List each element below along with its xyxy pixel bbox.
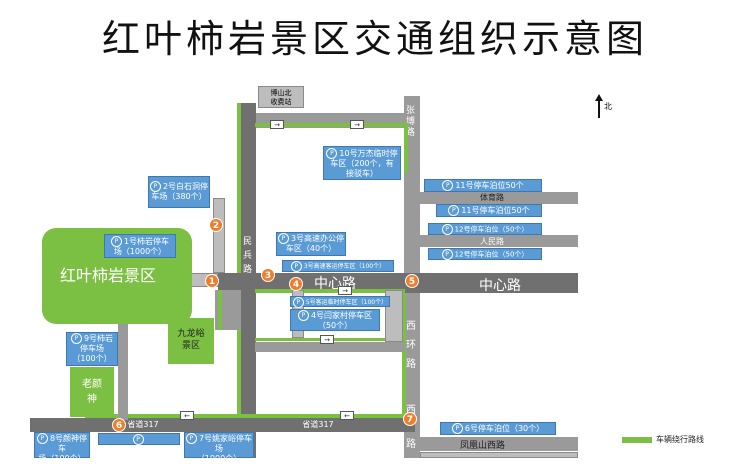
parking-icon: P xyxy=(290,261,302,272)
road-label-zhangbo: 张博路 xyxy=(406,106,416,138)
parking-icon: P xyxy=(185,433,197,444)
route-arrow-icon: → xyxy=(338,286,352,295)
parking-icon: P xyxy=(326,148,338,159)
road-fenghuangshan xyxy=(420,437,578,451)
scenic-laopo-label: 老颜神 xyxy=(82,379,102,405)
parking-icon: P xyxy=(149,181,161,192)
scenic-main-label: 红叶柿岩景区 xyxy=(60,266,157,285)
road-label-xihuan-lower: 西路 xyxy=(406,405,416,450)
road-label-xihuan: 西环路 xyxy=(406,321,416,370)
scenic-laopo xyxy=(70,367,114,417)
road-label-zhongxin: 中心路 xyxy=(479,278,521,294)
road-bottom-link xyxy=(255,342,405,352)
north-arrow-icon xyxy=(595,94,603,118)
parking-icon: P xyxy=(277,233,289,244)
parking-icon: P xyxy=(70,333,82,344)
legend-route-swatch xyxy=(622,437,652,443)
pin-7: 7 xyxy=(403,412,417,426)
pin-2: 2 xyxy=(209,218,223,232)
route-north-right xyxy=(404,123,408,173)
parking-icon: P xyxy=(441,224,453,235)
road-west-vertical xyxy=(118,320,128,420)
route-shengdao xyxy=(85,414,405,418)
route-north xyxy=(255,123,405,127)
scenic-jiulong-label: 九龙峪景区 xyxy=(177,329,205,351)
road-label-shengdao-right: 省道317 xyxy=(302,420,334,429)
road-tiyu xyxy=(420,192,578,204)
block-right-bottom xyxy=(420,452,578,458)
pin-1: 1 xyxy=(205,274,219,288)
parking-icon: P xyxy=(36,433,48,444)
route-arrow-icon: ← xyxy=(340,411,354,420)
road-shengdao317 xyxy=(30,418,415,432)
parking-icon: P xyxy=(451,423,463,434)
pin-3: 3 xyxy=(261,268,275,282)
route-jiulong-loop xyxy=(218,290,222,330)
north-label: 北 xyxy=(604,102,612,111)
parking-icon: P xyxy=(132,434,144,445)
parking-icon: P xyxy=(110,236,122,247)
toll-station: 博山北收费站 xyxy=(258,86,304,108)
route-zhongxin xyxy=(255,289,405,293)
road-renmin xyxy=(420,235,578,247)
pin-4: 4 xyxy=(289,277,303,291)
parking-icon: P xyxy=(448,205,460,216)
parking-icon: P xyxy=(441,249,453,260)
road-label-renmin: 人民路 xyxy=(480,237,504,246)
road-label-tiyu: 体育路 xyxy=(480,193,504,202)
legend-route-label: 车辆绕行路线 xyxy=(656,435,704,444)
scenic-jiulong xyxy=(168,318,214,364)
route-arrow-icon: → xyxy=(350,120,364,129)
parking-icon: P xyxy=(442,180,454,191)
road-label-yishengzhong: 民兵路 xyxy=(243,237,253,275)
road-label-shengdao-left: 省道317 xyxy=(127,420,159,429)
route-arrow-icon: → xyxy=(270,120,284,129)
route-arrow-icon: ← xyxy=(180,411,194,420)
pin-5: 5 xyxy=(405,274,419,288)
route-arrow-icon: → xyxy=(320,335,334,344)
pin-6: 6 xyxy=(112,418,126,432)
block-baishi xyxy=(213,198,225,273)
parking-12c: P12号颜神停车区（20个） xyxy=(98,433,180,453)
road-zhongxin xyxy=(218,273,578,293)
map-title: 红叶柿岩景区交通组织示意图 xyxy=(101,17,648,61)
parking-icon: P xyxy=(292,297,304,308)
road-label-fenghuangshan: 凤凰山西路 xyxy=(460,441,506,451)
parking-icon: P xyxy=(297,310,309,321)
